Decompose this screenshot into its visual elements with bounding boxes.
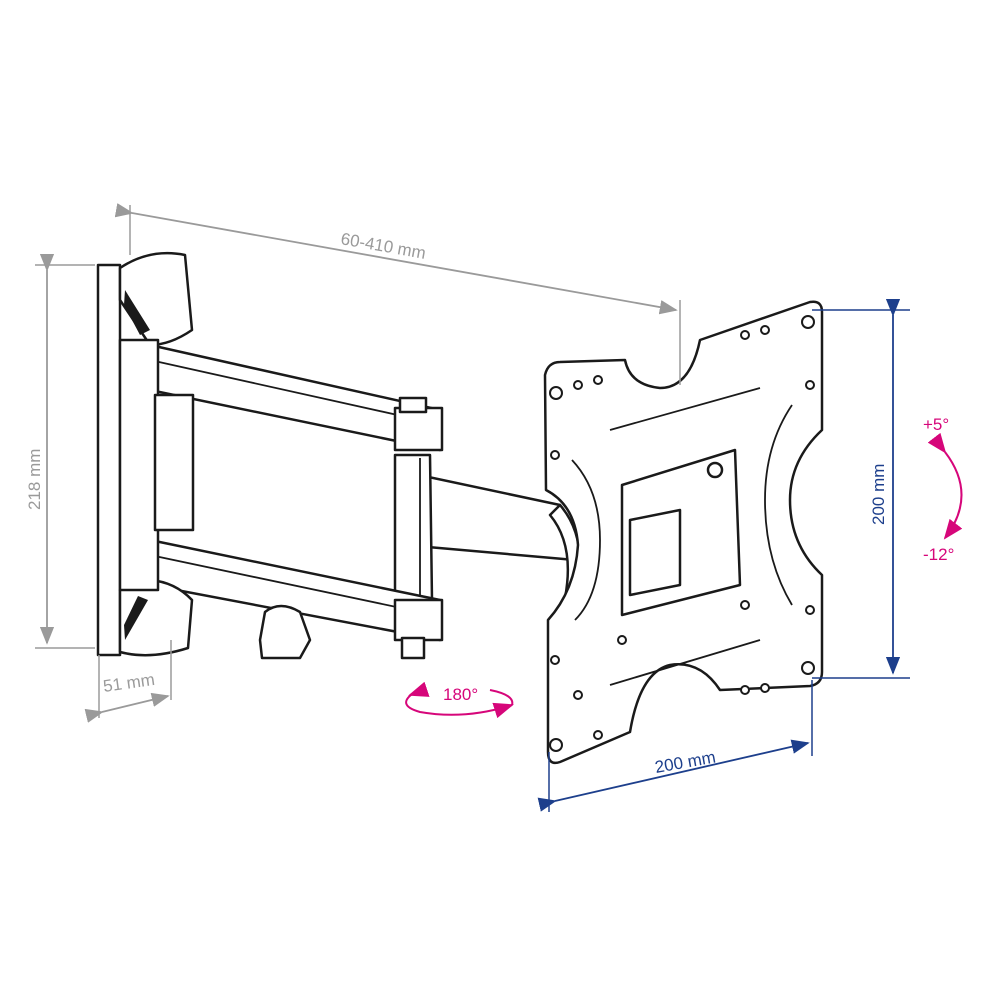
inner-arms xyxy=(148,343,444,660)
wall-plate-height-dimension: 218 mm xyxy=(25,253,95,649)
vesa-slots xyxy=(571,387,793,686)
tilt-down-label: -12° xyxy=(923,545,954,564)
vesa-vertical-dimension: 200 mm xyxy=(812,298,910,679)
swivel-label: 180° xyxy=(443,685,478,704)
wall-plate xyxy=(96,251,195,657)
wall-plate-depth-label: 51 mm xyxy=(102,670,156,696)
tilt-indicator: +5° -12° xyxy=(923,415,963,564)
vesa-plate xyxy=(543,300,824,765)
outer-arm xyxy=(393,453,582,602)
wall-plate-height-label: 218 mm xyxy=(25,449,44,510)
vesa-horizontal-label: 200 mm xyxy=(653,748,717,777)
swivel-indicator: 180° xyxy=(405,681,514,719)
tilt-up-label: +5° xyxy=(923,415,949,434)
vesa-vertical-label: 200 mm xyxy=(869,464,888,525)
